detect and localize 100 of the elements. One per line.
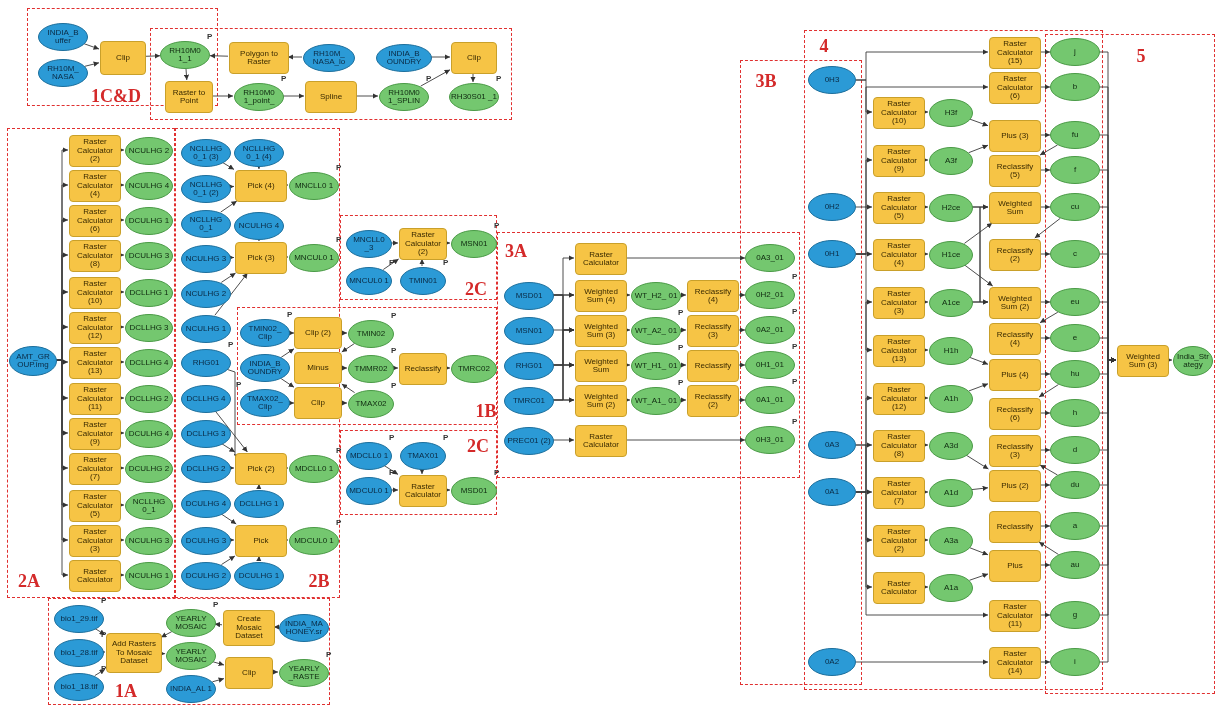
arrow	[341, 330, 348, 336]
arrow	[214, 621, 223, 628]
input-ellipse: NCLLHG 0_1	[181, 210, 231, 238]
process-box: Reclassify (3)	[989, 435, 1041, 467]
output-ellipse: MDCLL0 1	[289, 455, 339, 483]
input-ellipse: RHG01	[504, 352, 554, 380]
parameter-mark: P	[678, 309, 684, 317]
process-box: Raster Calculator (10)	[873, 97, 925, 129]
arrow	[271, 669, 279, 675]
output-ellipse: H2ce	[929, 194, 973, 222]
arrow	[390, 487, 399, 493]
arrow	[341, 365, 348, 371]
process-box: Plus (4)	[989, 359, 1041, 391]
process-box: Reclassify (5)	[989, 155, 1041, 187]
output-ellipse: TMIN02	[348, 320, 394, 348]
output-ellipse: NCULHG 3	[125, 527, 173, 555]
arrow	[118, 465, 125, 471]
input-ellipse: TMIN02_ Clip	[240, 319, 290, 347]
output-ellipse: 0H3_01	[745, 426, 795, 454]
output-ellipse: NCULHG 4	[125, 172, 173, 200]
process-box: Raster Calculator (8)	[873, 430, 925, 462]
process-box: Weighted Sum (3)	[575, 315, 627, 347]
arrow	[679, 327, 687, 333]
parameter-mark: P	[326, 651, 332, 659]
input-ellipse: INDIA_B OUNDRY	[240, 354, 290, 382]
process-box: Clip	[100, 41, 146, 75]
process-box: Clip	[451, 42, 497, 74]
arrow	[922, 442, 929, 448]
process-box: Reclassify (3)	[687, 315, 739, 347]
output-ellipse: H1ce	[929, 241, 973, 269]
section-label: 1A	[115, 682, 137, 700]
output-ellipse: TMAX02	[348, 390, 394, 418]
arrow	[118, 572, 125, 578]
input-ellipse: DCLLHG 2	[181, 455, 231, 483]
output-ellipse: 0A3_01	[745, 244, 795, 272]
section-label: 2C	[467, 437, 489, 455]
process-box: Raster Calculator (2)	[873, 525, 925, 557]
process-box: Raster Calculator (11)	[989, 600, 1041, 632]
process-box: Clip	[294, 387, 342, 419]
parameter-mark: P	[792, 378, 798, 386]
input-ellipse: NCULHG 1	[181, 315, 231, 343]
input-ellipse: 0H2	[808, 193, 856, 221]
arrow	[288, 330, 295, 336]
arrow	[737, 397, 746, 403]
parameter-mark: P	[496, 75, 502, 83]
process-box: Reclassify (2)	[687, 385, 739, 417]
arrow	[118, 395, 125, 401]
output-ellipse: H3f	[929, 99, 973, 127]
process-box: Plus (3)	[989, 120, 1041, 152]
parameter-mark: P	[213, 601, 219, 609]
output-ellipse: d	[1050, 436, 1100, 464]
arrow	[444, 365, 451, 371]
input-ellipse: bio1_28.tif	[54, 639, 104, 667]
output-ellipse: DCLLHG 3	[125, 314, 173, 342]
output-ellipse: WT_H1_ 01	[631, 352, 681, 380]
process-box: Weighted Sum	[575, 350, 627, 382]
process-box: Raster Calculator (10)	[69, 277, 121, 309]
output-ellipse: c	[1050, 240, 1100, 268]
output-ellipse: RH10M0 1_SPLIN	[379, 83, 429, 111]
process-box: Raster Calculator (7)	[69, 453, 121, 485]
section-label: 5	[1136, 47, 1146, 65]
section-frame	[340, 430, 497, 515]
arrow	[624, 362, 631, 368]
process-box: Raster Calculator (8)	[69, 240, 121, 272]
process-box: Plus (2)	[989, 470, 1041, 502]
process-box: Raster Calculator	[575, 243, 627, 275]
output-ellipse: MDCUL0 1	[289, 527, 339, 555]
parameter-mark: P	[389, 469, 395, 477]
parameter-mark: P	[678, 344, 684, 352]
arrow	[256, 555, 262, 562]
process-box: Reclassify (4)	[687, 280, 739, 312]
arrow	[679, 362, 687, 368]
process-box: Raster Calculator	[575, 425, 627, 457]
parameter-mark: P	[207, 33, 213, 41]
input-ellipse: TMIN01	[400, 267, 446, 295]
process-box: Raster Calculator (6)	[989, 72, 1041, 104]
output-ellipse: g	[1050, 601, 1100, 629]
arrow	[273, 624, 280, 630]
output-ellipse: A3d	[929, 432, 973, 460]
arrow	[118, 147, 125, 153]
arrow	[118, 289, 125, 295]
process-box: Raster Calculator (2)	[69, 135, 121, 167]
input-ellipse: RH10M_ NASA	[38, 59, 88, 87]
arrow	[118, 537, 125, 543]
input-ellipse: MDCLL0 1	[346, 442, 392, 470]
process-box: Plus	[989, 550, 1041, 582]
parameter-mark: P	[281, 75, 287, 83]
process-box: Spline	[305, 81, 357, 113]
process-box: Raster Calculator (5)	[873, 192, 925, 224]
input-ellipse: 0H3	[808, 66, 856, 94]
input-ellipse: DCLLHG 3	[181, 420, 231, 448]
process-box: Reclassify	[989, 511, 1041, 543]
section-frame	[7, 128, 175, 598]
input-ellipse: 0A3	[808, 431, 856, 459]
input-ellipse: RH10M_ NASA_lo	[303, 44, 355, 72]
parameter-mark: P	[228, 341, 234, 349]
output-ellipse: India_Str ategy	[1173, 346, 1213, 376]
output-ellipse: a	[1050, 512, 1100, 540]
process-box: Weighted Sum (3)	[1117, 345, 1169, 377]
input-ellipse: INDIA_B OUNDRY	[376, 44, 432, 72]
